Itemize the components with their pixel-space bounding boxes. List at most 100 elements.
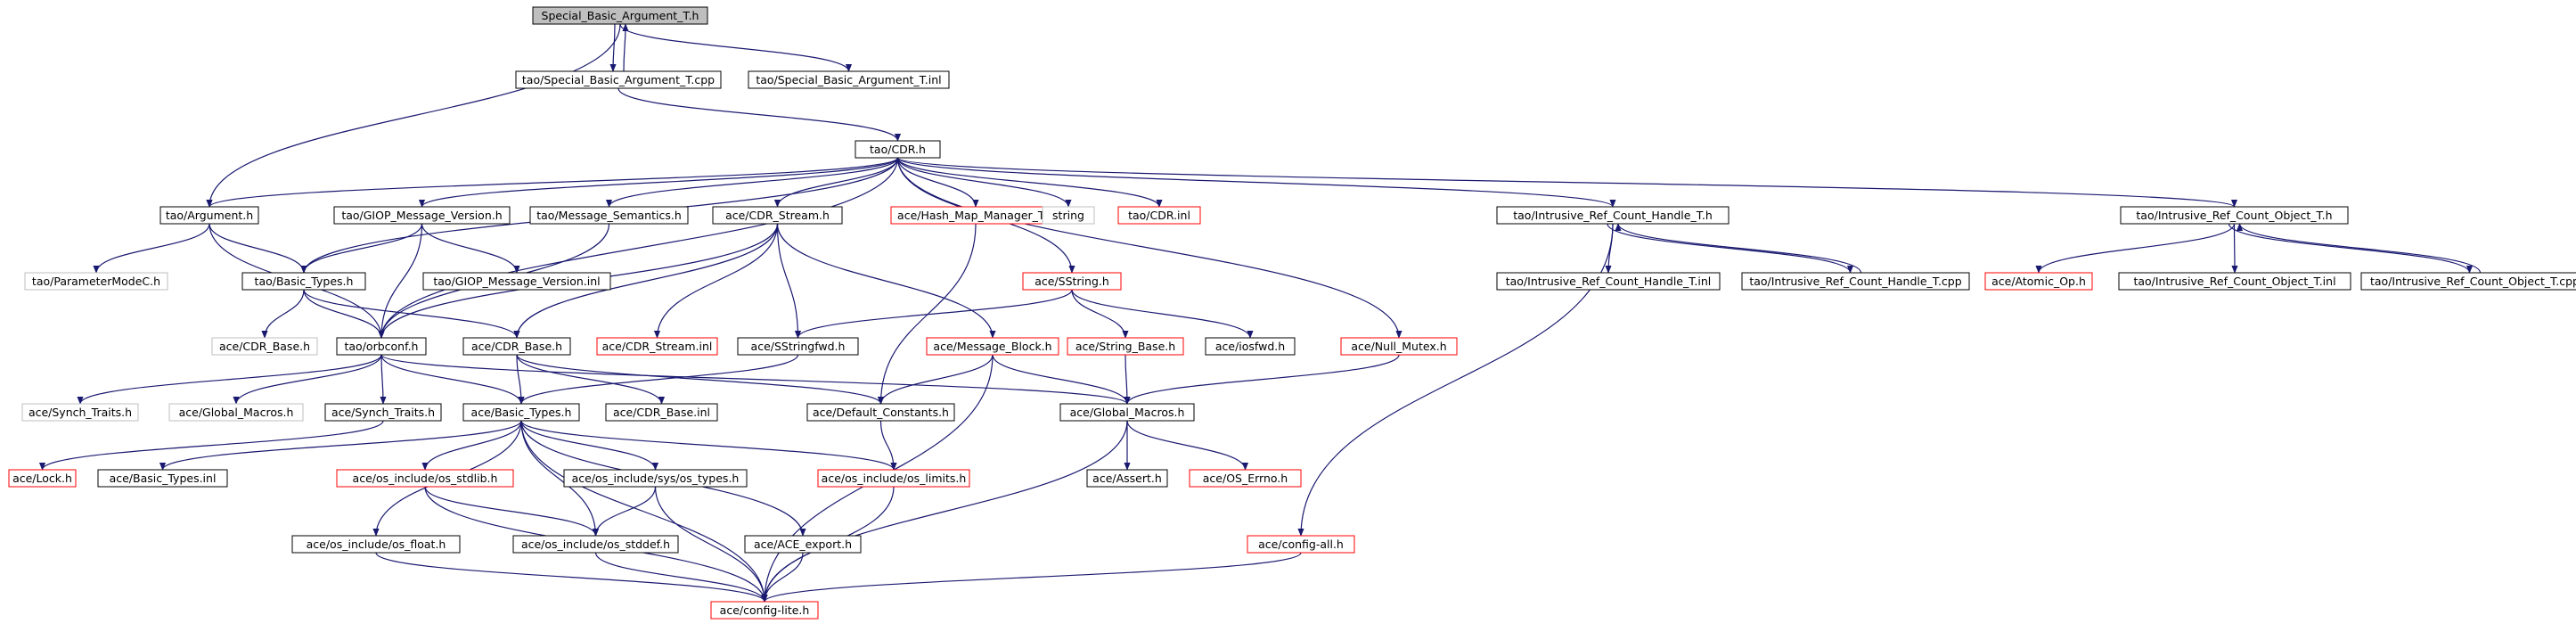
node-n22[interactable]: tao/Intrusive_Ref_Count_Object_T.cpp: [2360, 272, 2576, 291]
node-box: [855, 140, 941, 159]
edge-n49-to-n50: [761, 552, 1302, 603]
node-n28[interactable]: ace/Message_Block.h: [926, 337, 1059, 356]
node-n26[interactable]: ace/CDR_Stream.inl: [596, 337, 718, 356]
node-box: [512, 535, 679, 554]
node-n12[interactable]: tao/Intrusive_Ref_Count_Handle_T.h: [1496, 206, 1730, 225]
node-n04[interactable]: tao/CDR.h: [855, 140, 941, 159]
node-n44[interactable]: ace/Assert.h: [1086, 469, 1168, 488]
edge-n35-to-n50: [520, 420, 768, 603]
node-n24[interactable]: tao/orbconf.h: [336, 337, 427, 356]
node-label: ace/Default_Constants.h: [813, 406, 949, 419]
edge-n04-to-n12: [896, 157, 1616, 208]
node-n13[interactable]: tao/Intrusive_Ref_Count_Object_T.h: [2120, 206, 2349, 225]
node-n02[interactable]: tao/Special_Basic_Argument_T.cpp: [515, 70, 722, 89]
node-label: ace/os_include/os_limits.h: [822, 472, 967, 485]
node-n16[interactable]: tao/GIOP_Message_Version.inl: [422, 272, 611, 291]
node-n17[interactable]: ace/SString.h: [1022, 272, 1122, 291]
node-box: [817, 469, 970, 488]
node-label: tao/Intrusive_Ref_Count_Handle_T.inl: [1506, 275, 1711, 288]
node-n31[interactable]: ace/Null_Mutex.h: [1340, 337, 1458, 356]
node-n11[interactable]: tao/CDR.inl: [1117, 206, 1201, 225]
node-n42[interactable]: ace/os_include/sys/os_types.h: [563, 469, 748, 488]
node-n07[interactable]: tao/Message_Semantics.h: [529, 206, 689, 225]
edge-n35-to-n41: [421, 420, 522, 471]
node-label: ace/Assert.h: [1092, 472, 1162, 485]
node-box: [737, 337, 859, 356]
edge-n35-to-n43: [520, 420, 897, 471]
node-box: [710, 601, 819, 620]
node-n19[interactable]: tao/Intrusive_Ref_Count_Handle_T.cpp: [1741, 272, 1970, 291]
node-n03[interactable]: tao/Special_Basic_Argument_T.inl: [748, 70, 950, 89]
node-n35[interactable]: ace/Basic_Types.h: [462, 403, 580, 422]
edge-n24-to-n38: [380, 354, 1131, 405]
node-n09[interactable]: ace/Hash_Map_Manager_T.h: [890, 206, 1061, 225]
node-box: [605, 403, 718, 422]
edge-n31-to-n38: [1124, 354, 1400, 405]
edge-n02-to-n01: [622, 23, 629, 72]
node-n48[interactable]: ace/ACE_export.h: [744, 535, 862, 554]
edge-n08-to-n27: [776, 223, 802, 339]
node-label: ace/OS_Errno.h: [1203, 472, 1288, 485]
edge-n22-to-n13: [2236, 223, 2482, 274]
edge-n25-to-n35: [516, 354, 525, 405]
node-n50[interactable]: ace/config-lite.h: [710, 601, 819, 620]
node-box: [462, 337, 571, 356]
node-n18[interactable]: tao/Intrusive_Ref_Count_Handle_T.inl: [1496, 272, 1721, 291]
node-box: [21, 403, 139, 422]
node-n40[interactable]: ace/Basic_Types.inl: [97, 469, 228, 488]
node-label: tao/Special_Basic_Argument_T.inl: [756, 73, 941, 86]
node-label: tao/Message_Semantics.h: [536, 209, 682, 222]
edge-n04-to-n11: [896, 157, 1163, 208]
node-n10: string: [1042, 206, 1095, 225]
node-label: ace/config-lite.h: [720, 603, 810, 617]
node-n39[interactable]: ace/Lock.h: [8, 469, 77, 488]
node-n49[interactable]: ace/config-all.h: [1247, 535, 1355, 554]
node-n41[interactable]: ace/os_include/os_stdlib.h: [336, 469, 514, 488]
node-label: ace/ACE_export.h: [754, 538, 852, 551]
node-n20[interactable]: ace/Atomic_Op.h: [1984, 272, 2093, 291]
edge-n04-to-n07: [605, 157, 899, 208]
node-n47[interactable]: ace/os_include/os_stddef.h: [512, 535, 679, 554]
edge-n15-to-n24: [303, 289, 385, 339]
node-n29[interactable]: ace/String_Base.h: [1067, 337, 1184, 356]
edge-n47-to-n50: [594, 552, 768, 603]
node-label: ace/Null_Mutex.h: [1351, 340, 1446, 353]
node-n46[interactable]: ace/os_include/os_float.h: [291, 535, 461, 554]
node-n08[interactable]: ace/CDR_Stream.h: [712, 206, 843, 225]
edge-n25-to-n36: [516, 354, 666, 405]
edge-n12-to-n19: [1607, 223, 1854, 274]
node-label: tao/Intrusive_Ref_Count_Object_T.h: [2136, 209, 2332, 222]
node-n37[interactable]: ace/Default_Constants.h: [806, 403, 955, 422]
node-n43[interactable]: ace/os_include/os_limits.h: [817, 469, 970, 488]
edge-n01-to-n03: [619, 23, 853, 72]
node-box: [1022, 272, 1122, 291]
node-label: ace/config-all.h: [1258, 538, 1344, 551]
node-label: ace/Hash_Map_Manager_T.h: [897, 209, 1054, 222]
edge-n13-to-n20: [2035, 223, 2236, 274]
edge-n38-to-n45: [1126, 420, 1249, 471]
node-n38[interactable]: ace/Global_Macros.h: [1059, 403, 1195, 422]
node-box: [2360, 272, 2576, 291]
node-box: [168, 403, 304, 422]
edge-n28-to-n37: [877, 354, 994, 405]
node-box: [532, 6, 708, 25]
node-label: tao/Argument.h: [166, 209, 253, 222]
edge-n42-to-n47: [592, 486, 657, 537]
node-n30[interactable]: ace/iosfwd.h: [1205, 337, 1296, 356]
node-label: Special_Basic_Argument_T.h: [542, 9, 699, 22]
node-n25[interactable]: ace/CDR_Base.h: [462, 337, 571, 356]
node-n34[interactable]: ace/Synch_Traits.h: [324, 403, 442, 422]
node-n27[interactable]: ace/SStringfwd.h: [737, 337, 859, 356]
node-n21[interactable]: tao/Intrusive_Ref_Count_Object_T.inl: [2118, 272, 2351, 291]
node-n15[interactable]: tao/Basic_Types.h: [241, 272, 366, 291]
edge-n13-to-n22: [2228, 223, 2474, 274]
node-n06[interactable]: tao/GIOP_Message_Version.h: [333, 206, 511, 225]
node-label: tao/Intrusive_Ref_Count_Object_T.inl: [2133, 275, 2335, 288]
node-n05[interactable]: tao/Argument.h: [159, 206, 259, 225]
node-n45[interactable]: ace/OS_Errno.h: [1189, 469, 1302, 488]
edge-n01-to-n05: [206, 23, 621, 208]
node-n01[interactable]: Special_Basic_Argument_T.h: [532, 6, 708, 25]
edge-n28-to-n38: [992, 354, 1131, 405]
node-box: [2120, 206, 2349, 225]
node-n36[interactable]: ace/CDR_Base.inl: [605, 403, 718, 422]
